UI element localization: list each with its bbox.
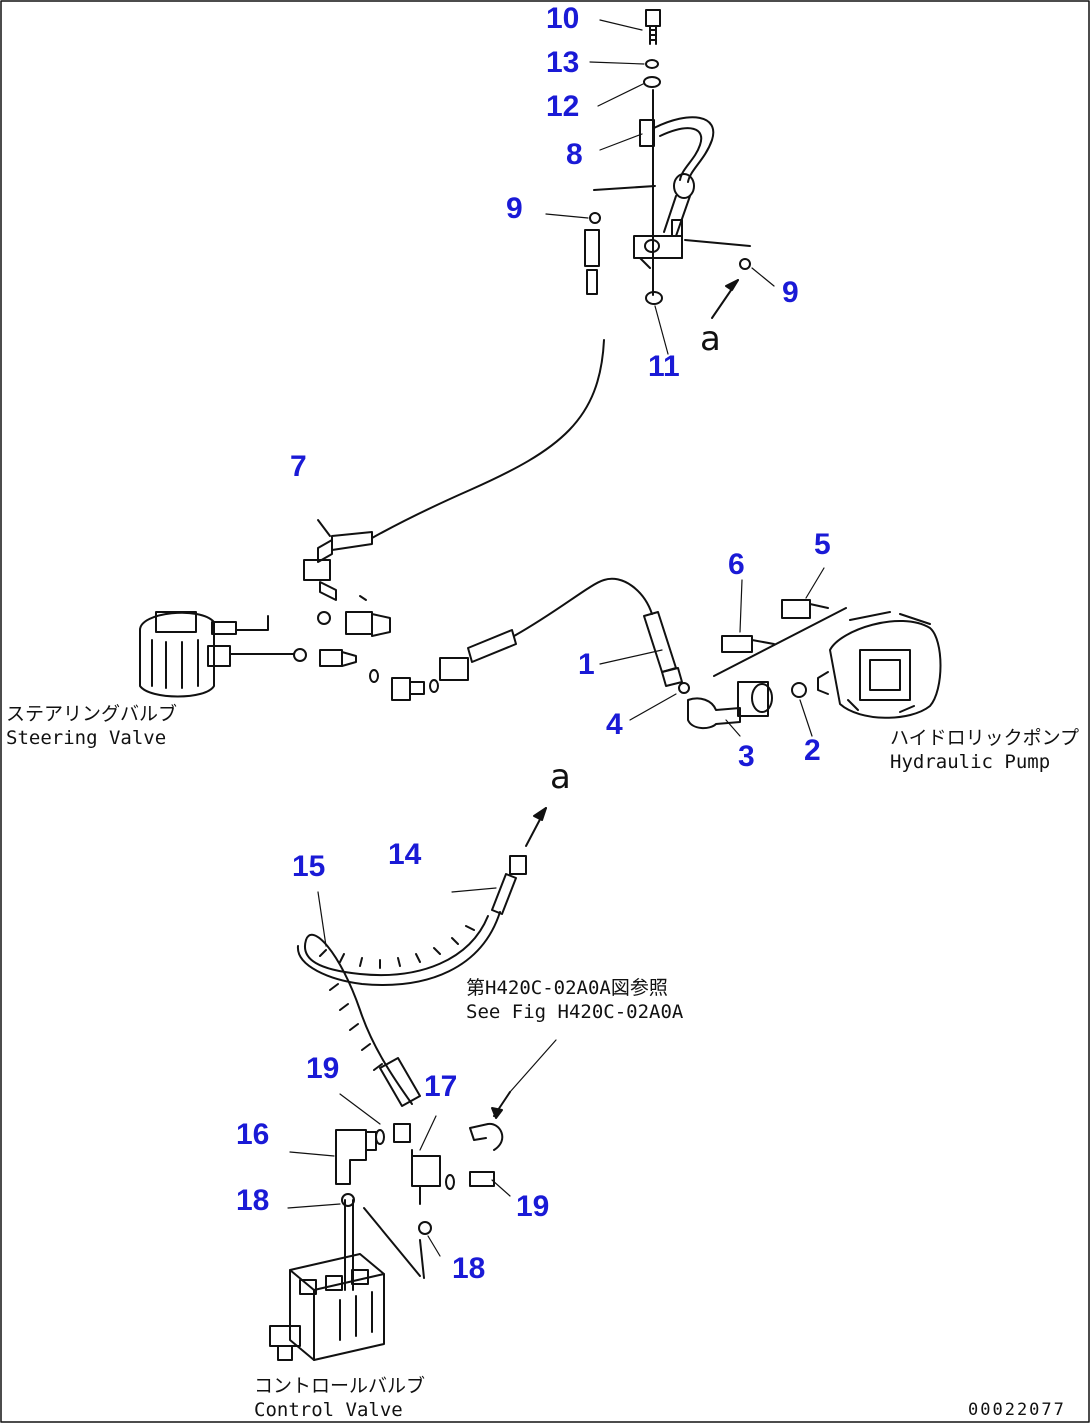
callout-18-right: 18 (452, 1252, 486, 1285)
callout-12: 12 (546, 90, 580, 123)
pump-connection (687, 567, 847, 737)
callout-1: 1 (578, 648, 595, 681)
hose-14-15 (296, 855, 527, 1107)
callout-9-upper-left: 9 (506, 192, 523, 225)
steering-valve-caption-en: Steering Valve (6, 727, 167, 749)
callout-2: 2 (804, 734, 821, 767)
arrow-label-a-upper: a (700, 319, 721, 359)
elbows-16-17 (287, 1039, 557, 1279)
hydraulic-pump-caption-en: Hydraulic Pump (890, 751, 1051, 773)
arrow-label-a-lower: a (550, 757, 571, 797)
callout-7: 7 (290, 450, 307, 483)
control-valve-caption-en: Control Valve (254, 1399, 403, 1421)
callout-13: 13 (546, 46, 580, 79)
callout-14: 14 (388, 838, 422, 871)
hydraulic-pump-caption-jp: ハイドロリックポンプ (890, 727, 1080, 749)
callout-10: 10 (546, 2, 580, 35)
callout-17: 17 (424, 1070, 458, 1103)
callout-15: 15 (292, 850, 326, 883)
hose-1 (439, 577, 690, 721)
callout-19-left: 19 (306, 1052, 340, 1085)
callout-19-right: 19 (516, 1190, 550, 1223)
steering-valve-caption-jp: ステアリングバルブ (6, 703, 178, 725)
document-number: 00022077 (968, 1400, 1066, 1420)
callout-11: 11 (648, 350, 680, 383)
callout-3: 3 (738, 740, 755, 773)
leader-lines-top (545, 19, 775, 355)
upper-arrow-a (711, 279, 739, 319)
see-figure-caption-jp: 第H420C-02A0A図参照 (466, 977, 668, 999)
callout-6: 6 (728, 548, 745, 581)
lower-arrow-a (525, 807, 547, 847)
hydraulic-pump (817, 611, 942, 719)
callout-16: 16 (236, 1118, 270, 1151)
callout-18-left: 18 (236, 1184, 270, 1217)
callout-5: 5 (814, 528, 831, 561)
callout-8: 8 (566, 138, 583, 171)
control-valve-caption-jp: コントロールバルブ (254, 1375, 426, 1397)
clamp-assembly (589, 9, 751, 305)
control-valve (269, 1199, 385, 1361)
callout-4: 4 (606, 708, 623, 741)
steering-valve (139, 595, 439, 701)
callout-9-upper-right: 9 (782, 276, 799, 309)
hose-7 (303, 229, 605, 601)
see-figure-caption-en: See Fig H420C-02A0A (466, 1001, 684, 1023)
